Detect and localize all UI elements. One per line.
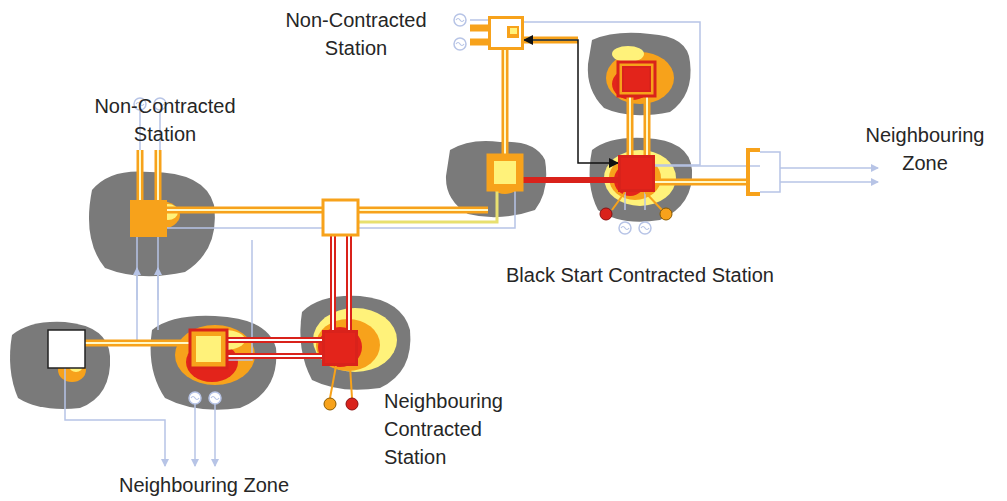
station-label: Black Start Contracted Station	[460, 261, 820, 289]
energised-line	[85, 28, 750, 343]
station-box: Non-Contracted Station	[488, 16, 524, 50]
restoration-path	[524, 40, 618, 163]
station-label: Non-Contracted Station	[82, 92, 248, 148]
station-box: Black Start Contracted Station	[618, 155, 655, 192]
load-zone	[58, 23, 676, 385]
zone-label: Neighbouring Zone	[862, 121, 988, 177]
supply-area	[10, 33, 692, 410]
station-label: Non-Contracted Station	[276, 6, 436, 62]
station-box: Neighbouring Contracted Station	[322, 330, 358, 366]
station-box: Non-Contracted Station	[130, 200, 167, 237]
zone-label: Neighbouring Zone	[84, 471, 324, 499]
station-label: Neighbouring Contracted Station	[384, 387, 524, 471]
restored-line	[227, 180, 662, 398]
generator-symbol	[134, 14, 672, 410]
substation	[48, 16, 760, 368]
